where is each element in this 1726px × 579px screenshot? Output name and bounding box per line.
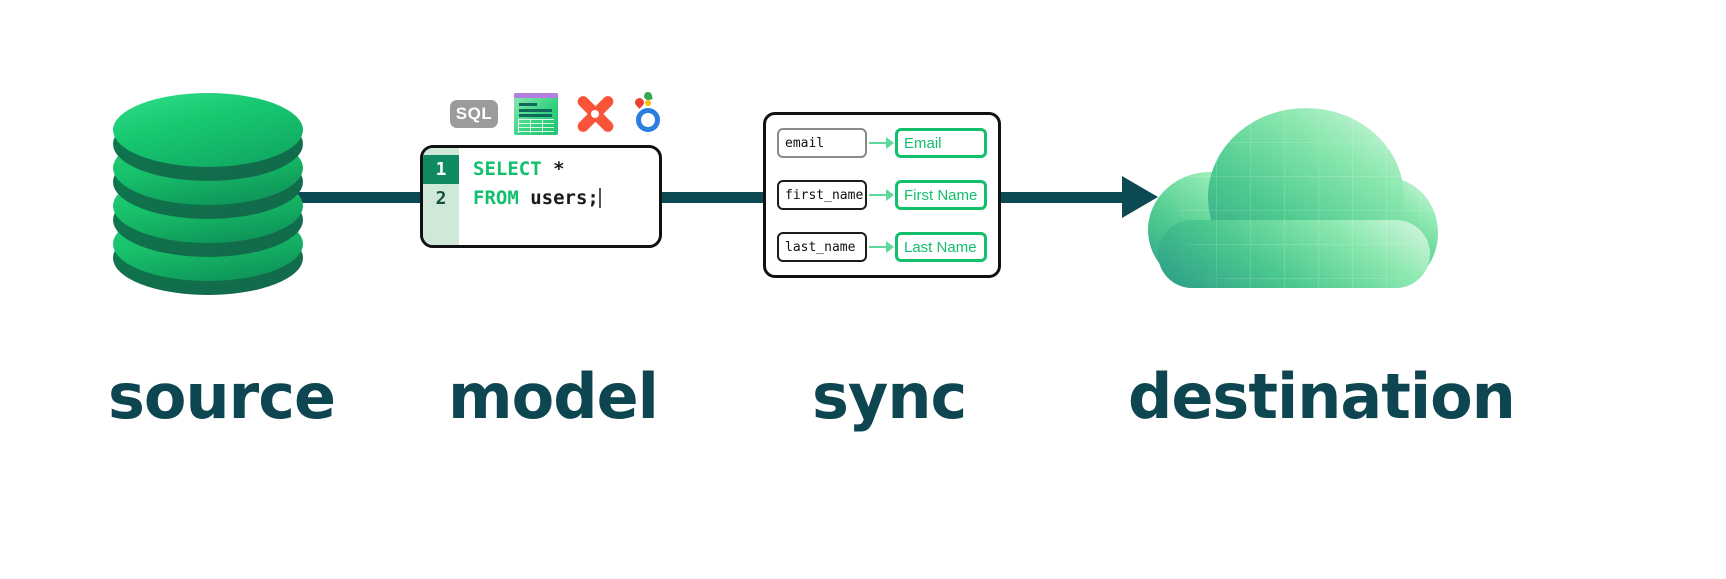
sql-keyword: SELECT xyxy=(473,158,542,180)
cloud-icon xyxy=(1148,108,1438,288)
code-line: FROM users; xyxy=(473,184,659,213)
code-line: SELECT * xyxy=(473,155,659,184)
code-gutter: 1 2 xyxy=(423,148,459,245)
mapping-arrow-icon xyxy=(867,186,895,204)
spreadsheet-icon xyxy=(514,93,558,135)
mapping-row: first_name First Name xyxy=(777,179,987,211)
mapping-arrow-icon xyxy=(867,238,895,256)
connector-source-to-model xyxy=(292,192,426,203)
line-number: 2 xyxy=(435,188,447,209)
stage-label-sync: sync xyxy=(812,360,967,433)
destination-field[interactable]: First Name xyxy=(895,180,987,210)
destination-field[interactable]: Last Name xyxy=(895,232,987,262)
mapping-row: last_name Last Name xyxy=(777,231,987,263)
source-field[interactable]: email xyxy=(777,128,867,158)
code-editor-icon[interactable]: 1 2 SELECT * FROM users; xyxy=(420,145,662,248)
sql-badge-icon: SQL xyxy=(450,100,498,128)
code-body[interactable]: SELECT * FROM users; xyxy=(459,148,659,245)
connector-sync-to-destination xyxy=(996,192,1134,203)
x-mark-icon xyxy=(574,93,616,135)
destination-field[interactable]: Email xyxy=(895,128,987,158)
source-field[interactable]: first_name xyxy=(777,180,867,210)
stage-label-destination: destination xyxy=(1128,360,1516,433)
connector-model-to-sync xyxy=(660,192,766,203)
field-mapping-icon[interactable]: email Email first_name First Name last_n… xyxy=(763,112,1001,278)
line-number: 1 xyxy=(423,155,459,184)
tool-icons-row: SQL xyxy=(450,90,666,138)
stage-label-source: source xyxy=(108,360,336,433)
sql-keyword: FROM xyxy=(473,187,519,209)
looker-icon xyxy=(632,91,666,136)
source-field[interactable]: last_name xyxy=(777,232,867,262)
code-text: * xyxy=(541,158,565,180)
stage-label-model: model xyxy=(448,360,659,433)
mapping-row: email Email xyxy=(777,127,987,159)
text-caret xyxy=(598,188,601,208)
code-text: users; xyxy=(518,187,599,209)
mapping-arrow-icon xyxy=(867,134,895,152)
database-cylinder-icon xyxy=(113,93,303,295)
